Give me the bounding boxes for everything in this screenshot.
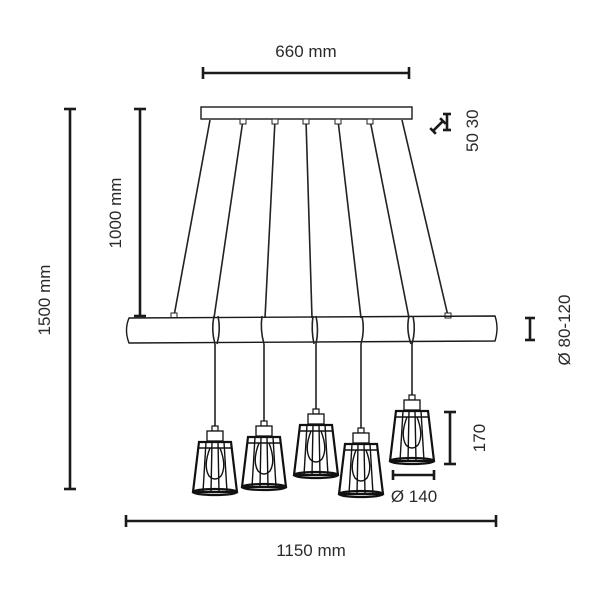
suspension-cords (170, 118, 452, 319)
canopy-profile-label: 50 30 (463, 109, 482, 152)
pendant-4 (337, 427, 385, 499)
pendant-3 (292, 408, 340, 480)
total-height-dimension: 1500 mm (35, 107, 76, 491)
suspension-length-dimension: 1000 mm (106, 107, 146, 318)
suspension-length-label: 1000 mm (106, 178, 125, 249)
total-width-dimension: 1150 mm (124, 515, 498, 560)
canopy-profile-dimension: 50 30 (429, 109, 482, 152)
canopy-width-dimension: 660 mm (201, 42, 411, 79)
shade-diameter-dimension: Ø 140 (391, 470, 437, 506)
shade-height-label: 170 (470, 424, 489, 452)
wooden-beam (125, 315, 498, 345)
canopy-width-label: 660 mm (275, 42, 336, 61)
drop-cords (214, 344, 413, 428)
beam-diameter-dimension: Ø 80-120 (525, 295, 574, 366)
shade-height-dimension: 170 (444, 410, 489, 466)
pendant-2 (240, 420, 288, 492)
beam-diameter-label: Ø 80-120 (555, 295, 574, 366)
total-height-label: 1500 mm (35, 265, 54, 336)
ceiling-canopy (200, 106, 413, 120)
pendant-1 (191, 425, 239, 497)
total-width-label: 1150 mm (276, 541, 346, 560)
shade-diameter-label: Ø 140 (391, 487, 437, 506)
pendant-5 (388, 394, 436, 466)
